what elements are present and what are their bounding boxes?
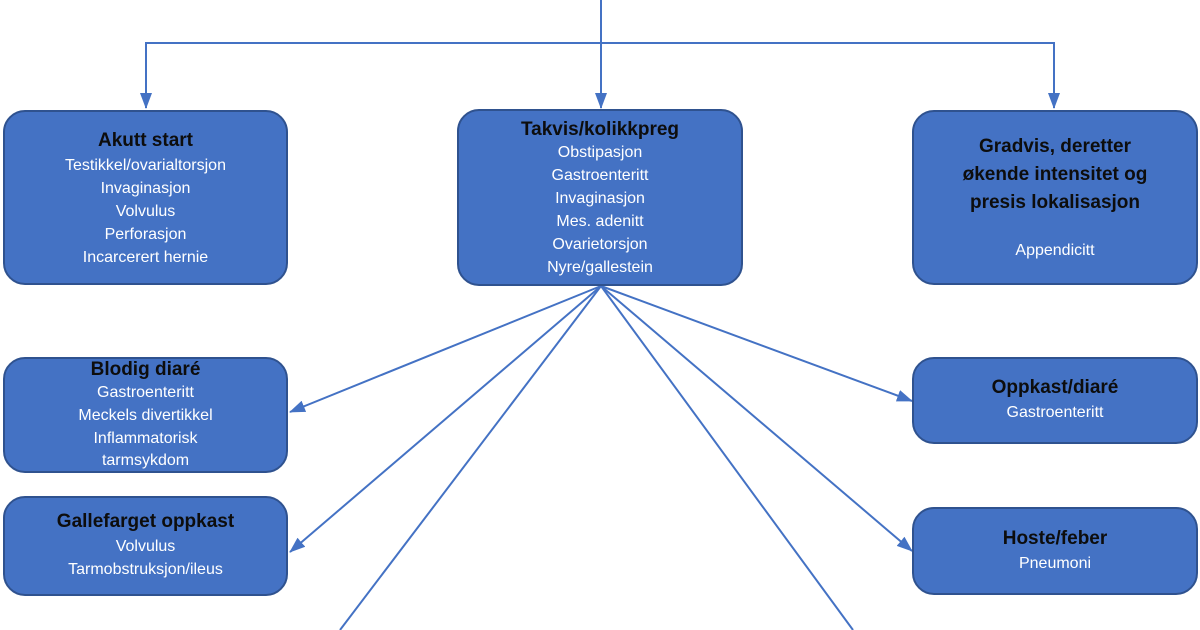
node-item: Appendicitt bbox=[1015, 242, 1095, 259]
connector-to-hoste-feber bbox=[600, 285, 913, 552]
node-gallefarget-oppkast: Gallefarget oppkast Volvulus Tarmobstruk… bbox=[3, 496, 288, 596]
connector-to-blodig-diare bbox=[289, 285, 602, 413]
node-item: Volvulus bbox=[115, 538, 176, 555]
node-akutt-start: Akutt start Testikkel/ovarialtorsjon Inv… bbox=[3, 110, 288, 285]
node-item: Gastroenteritt bbox=[97, 384, 194, 401]
node-title: Takvis/kolikkpreg bbox=[520, 119, 680, 140]
node-item: Tarmobstruksjon/ileus bbox=[68, 561, 223, 578]
node-item: Incarcerert hernie bbox=[82, 249, 209, 266]
node-item: Testikkel/ovarialtorsjon bbox=[65, 157, 226, 174]
node-title-line: Gradvis, deretter bbox=[978, 136, 1132, 157]
node-hoste-feber: Hoste/feber Pneumoni bbox=[912, 507, 1198, 595]
connector-to-oppkast-diare bbox=[600, 285, 913, 402]
node-takvis-kolikkpreg: Takvis/kolikkpreg Obstipasjon Gastroente… bbox=[457, 109, 743, 286]
node-item: Mes. adenitt bbox=[556, 213, 644, 230]
node-item: Invaginasjon bbox=[100, 180, 191, 197]
node-item: Nyre/gallestein bbox=[547, 259, 653, 276]
node-item: Obstipasjon bbox=[557, 144, 643, 161]
node-item: Invaginasjon bbox=[555, 190, 645, 207]
node-title: Gallefarget oppkast bbox=[56, 511, 235, 532]
connector-offscreen-right bbox=[600, 285, 854, 630]
node-blodig-diare: Blodig diaré Gastroenteritt Meckels dive… bbox=[3, 357, 288, 473]
node-item: Ovarietorsjon bbox=[552, 236, 648, 253]
connector-to-gallefarget-oppkast bbox=[289, 285, 602, 553]
node-gradvis: Gradvis, deretter økende intensitet og p… bbox=[912, 110, 1198, 285]
node-item: Gastroenteritt bbox=[551, 167, 649, 184]
node-item: Gastroenteritt bbox=[1006, 404, 1104, 421]
node-item: tarmsykdom bbox=[101, 452, 190, 469]
node-item: Inflammatorisk bbox=[93, 430, 198, 447]
node-item: Perforasjon bbox=[104, 226, 187, 243]
node-title: Blodig diaré bbox=[90, 359, 201, 380]
node-title: Hoste/feber bbox=[1002, 527, 1108, 549]
node-title-line: presis lokalisasjon bbox=[969, 192, 1141, 213]
connector-offscreen-left bbox=[339, 285, 602, 630]
node-oppkast-diare: Oppkast/diaré Gastroenteritt bbox=[912, 357, 1198, 444]
node-item: Meckels divertikkel bbox=[78, 407, 213, 424]
node-title: Akutt start bbox=[97, 130, 193, 151]
node-title: Oppkast/diaré bbox=[991, 377, 1119, 398]
node-item: Pneumoni bbox=[1018, 554, 1092, 572]
node-title-line: økende intensitet og bbox=[962, 164, 1148, 185]
node-item: Volvulus bbox=[115, 203, 176, 220]
